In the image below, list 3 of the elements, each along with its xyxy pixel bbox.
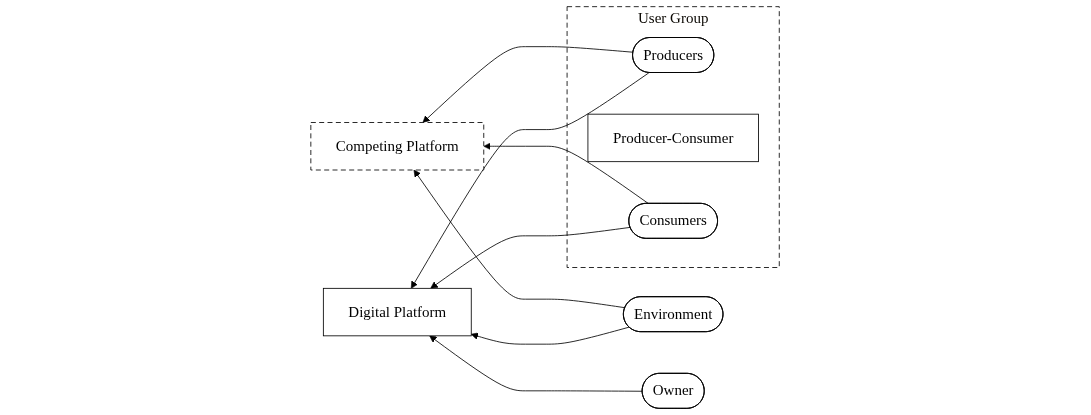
- node-box: Producer-Consumer: [587, 113, 760, 163]
- node-box: Digital Platform: [323, 287, 473, 337]
- node-box: Competing Platform: [310, 122, 485, 171]
